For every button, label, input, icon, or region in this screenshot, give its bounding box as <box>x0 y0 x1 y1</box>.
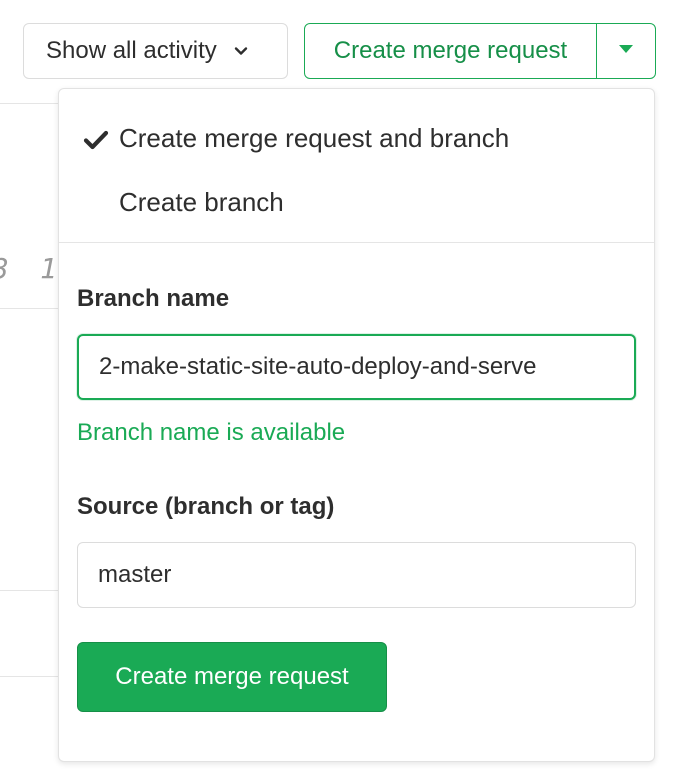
branch-name-input[interactable]: 2-make-static-site-auto-deploy-and-serve <box>77 334 636 400</box>
background-divider <box>0 308 58 309</box>
branch-name-value: 2-make-static-site-auto-deploy-and-serve <box>99 353 537 380</box>
branch-availability-message: Branch name is available <box>77 419 346 446</box>
branch-name-label: Branch name <box>77 285 230 312</box>
background-divider <box>0 590 58 591</box>
background-text-fragment: 3 <box>0 252 9 285</box>
option-label: Create merge request and branch <box>119 123 510 153</box>
show-all-activity-label: Show all activity <box>46 37 217 64</box>
background-divider <box>0 676 58 677</box>
option-create-branch[interactable]: Create branch <box>119 187 284 218</box>
option-create-merge-request-and-branch[interactable]: Create merge request and branch <box>83 123 510 154</box>
create-merge-request-split-button: Create merge request <box>304 23 656 79</box>
background-divider <box>0 103 58 104</box>
show-all-activity-button[interactable]: Show all activity <box>23 23 288 79</box>
source-input[interactable]: master <box>77 542 636 608</box>
chevron-down-icon <box>233 43 249 59</box>
check-icon <box>83 127 109 153</box>
create-merge-request-dropdown-toggle[interactable] <box>597 24 655 78</box>
create-merge-request-dropdown: Create merge request and branch Create b… <box>58 88 655 762</box>
source-label: Source (branch or tag) <box>77 493 335 520</box>
caret-down-icon <box>617 42 635 60</box>
source-value: master <box>98 561 172 588</box>
submit-create-merge-request-button[interactable]: Create merge request <box>77 642 387 712</box>
dropdown-divider <box>59 242 654 243</box>
option-label: Create branch <box>119 187 284 217</box>
create-merge-request-button[interactable]: Create merge request <box>305 24 597 78</box>
create-merge-request-label: Create merge request <box>333 37 568 64</box>
submit-label: Create merge request <box>115 663 349 690</box>
background-text-fragment: 1 <box>40 252 57 285</box>
